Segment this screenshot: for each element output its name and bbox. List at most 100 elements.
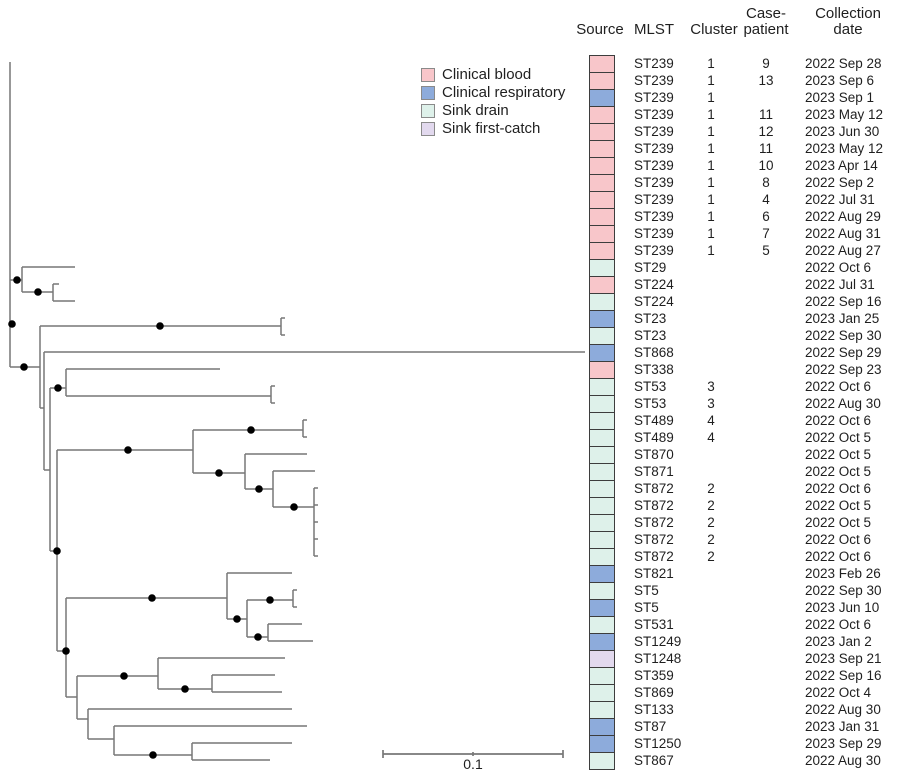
tree-node-dot <box>181 685 189 693</box>
collection-date-cell: 2022 Sep 16 <box>805 668 882 683</box>
case-patient-cell: 11 <box>758 141 773 156</box>
mlst-cell: ST239 <box>634 56 674 71</box>
collection-date-cell: 2022 Oct 5 <box>805 498 872 513</box>
collection-date-cell: 2023 Sep 1 <box>805 90 875 105</box>
tree-node-dot <box>34 288 42 296</box>
collection-date-cell: 2022 Aug 30 <box>805 753 881 768</box>
cluster-cell: 4 <box>707 430 715 445</box>
source-swatch-blood <box>589 106 615 124</box>
mlst-cell: ST531 <box>634 617 674 632</box>
legend-swatch-catch <box>421 122 435 136</box>
tree-node-dot <box>233 615 241 623</box>
source-swatch-resp <box>589 718 615 736</box>
source-swatch-resp <box>589 89 615 107</box>
mlst-cell: ST23 <box>634 328 667 343</box>
case-patient-cell: 12 <box>758 124 774 139</box>
collection-date-cell: 2022 Oct 6 <box>805 413 872 428</box>
cluster-cell: 1 <box>707 124 715 139</box>
collection-date-cell: 2022 Oct 5 <box>805 430 872 445</box>
mlst-cell: ST224 <box>634 277 674 292</box>
mlst-cell: ST239 <box>634 192 674 207</box>
mlst-cell: ST868 <box>634 345 674 360</box>
mlst-cell: ST359 <box>634 668 674 683</box>
mlst-cell: ST872 <box>634 549 674 564</box>
cluster-cell: 1 <box>707 192 715 207</box>
collection-date-cell: 2023 Jan 31 <box>805 719 880 734</box>
source-swatch-blood <box>589 72 615 90</box>
collection-date-cell: 2022 Oct 6 <box>805 379 872 394</box>
case-patient-cell: 8 <box>762 175 770 190</box>
case-patient-cell: 4 <box>762 192 770 207</box>
column-header-collection-date-line2: date <box>833 21 863 38</box>
cluster-cell: 1 <box>707 175 715 190</box>
source-swatch-blood <box>589 174 615 192</box>
source-swatch-catch <box>589 650 615 668</box>
tree-node-dot <box>247 426 255 434</box>
collection-date-cell: 2023 Sep 29 <box>805 736 882 751</box>
column-header-case-patient: Case- patient <box>726 6 806 38</box>
cluster-cell: 3 <box>707 396 715 411</box>
tree-node-dot <box>215 469 223 477</box>
tree-node-dot <box>254 633 262 641</box>
mlst-cell: ST871 <box>634 464 674 479</box>
tree-node-dot <box>266 596 274 604</box>
mlst-cell: ST239 <box>634 175 674 190</box>
tree-node-dot <box>20 363 28 371</box>
table-row: ST489 4 2022 Oct 5 <box>0 429 900 447</box>
source-swatch-blood <box>589 242 615 260</box>
source-swatch-blood <box>589 55 615 73</box>
collection-date-cell: 2023 Sep 21 <box>805 651 882 666</box>
legend-item-resp: Clinical respiratory <box>421 84 565 102</box>
source-swatch-resp <box>589 599 615 617</box>
collection-date-cell: 2023 Jun 10 <box>805 600 880 615</box>
cluster-cell: 2 <box>707 532 715 547</box>
legend-item-drain: Sink drain <box>421 102 565 120</box>
table-row: ST359 2022 Sep 16 <box>0 667 900 685</box>
mlst-cell: ST239 <box>634 243 674 258</box>
tree-node-dot <box>53 547 61 555</box>
source-swatch-blood <box>589 225 615 243</box>
column-header-collection-date: Collection date <box>803 6 893 38</box>
source-swatch-drain <box>589 412 615 430</box>
mlst-cell: ST87 <box>634 719 667 734</box>
source-swatch-drain <box>589 684 615 702</box>
collection-date-cell: 2022 Sep 30 <box>805 583 882 598</box>
mlst-cell: ST872 <box>634 498 674 513</box>
collection-date-cell: 2023 Jan 25 <box>805 311 880 326</box>
collection-date-cell: 2022 Oct 6 <box>805 481 872 496</box>
column-header-case-patient-line1: Case- <box>745 5 786 22</box>
mlst-cell: ST338 <box>634 362 674 377</box>
collection-date-cell: 2022 Oct 6 <box>805 617 872 632</box>
source-swatch-resp <box>589 633 615 651</box>
column-header-collection-date-line1: Collection <box>815 5 881 22</box>
case-patient-cell: 10 <box>758 158 774 173</box>
legend-item-blood: Clinical blood <box>421 66 565 84</box>
mlst-cell: ST239 <box>634 158 674 173</box>
source-swatch-drain <box>589 395 615 413</box>
cluster-cell: 1 <box>707 90 715 105</box>
mlst-cell: ST1249 <box>634 634 682 649</box>
legend-swatch-blood <box>421 68 435 82</box>
tree-node-dot <box>120 672 128 680</box>
source-swatch-drain <box>589 446 615 464</box>
mlst-cell: ST489 <box>634 430 674 445</box>
